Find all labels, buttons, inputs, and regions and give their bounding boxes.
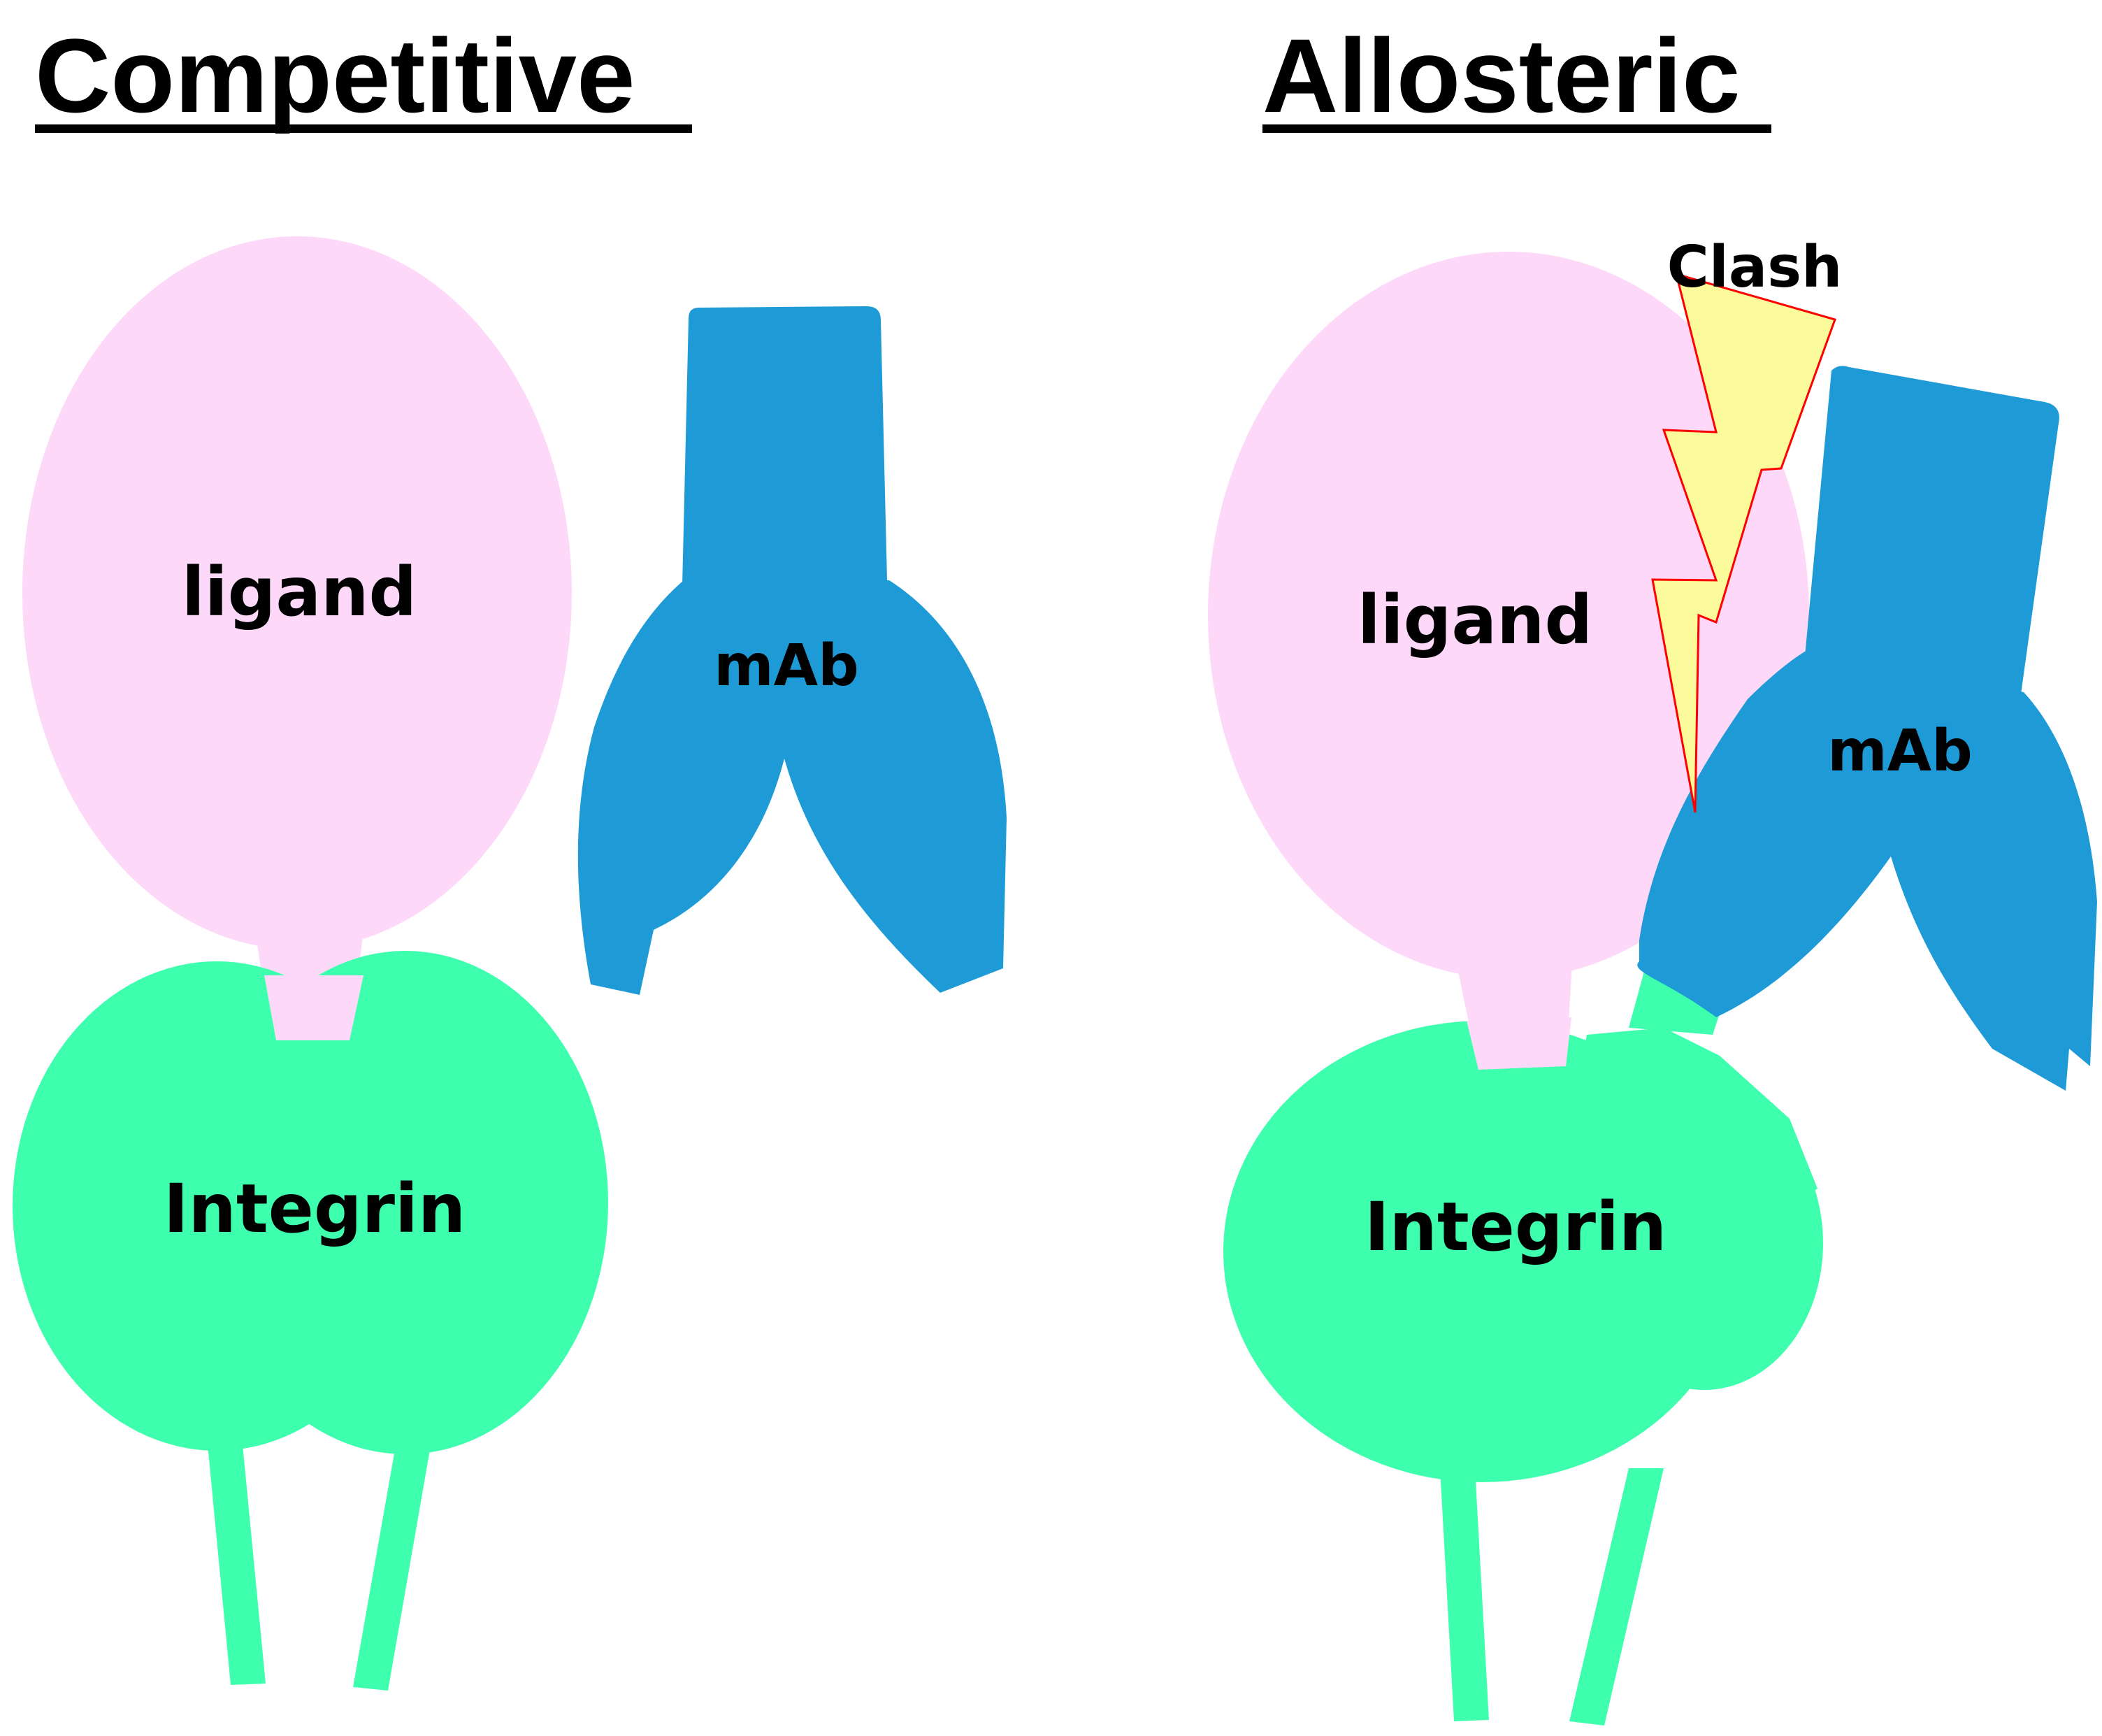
allosteric-title: Allosteric bbox=[1262, 17, 1741, 134]
allosteric-mab-label: mAb bbox=[1827, 718, 1973, 784]
allosteric-integrin bbox=[1223, 1021, 1823, 1482]
competitive-title: Competitive bbox=[35, 17, 635, 134]
integrin-lobe-right bbox=[203, 951, 608, 1454]
mab-stem bbox=[1804, 366, 2059, 699]
allosteric-mab bbox=[1637, 366, 2097, 1091]
mab-stem bbox=[682, 306, 888, 615]
competitive-ligand-label: ligand bbox=[182, 553, 417, 631]
allosteric-title-underline bbox=[1262, 124, 1771, 133]
clash-lightning-bolt bbox=[1651, 272, 1836, 813]
mab-arms bbox=[577, 580, 1007, 995]
competitive-ligand bbox=[22, 236, 572, 1049]
ligand-head bbox=[1208, 252, 1809, 979]
ligand-binding-notch bbox=[1467, 1017, 1571, 1070]
competitive-panel: Competitive ligand mAb Integrin bbox=[13, 17, 1007, 1691]
allosteric-integrin-label: Integrin bbox=[1365, 1188, 1667, 1266]
competitive-integrin bbox=[13, 951, 608, 1454]
competitive-mab-label: mAb bbox=[714, 633, 859, 699]
allosteric-clash-label: Clash bbox=[1667, 234, 1843, 301]
integrin-stalk-left bbox=[1440, 1468, 1489, 1721]
competitive-mab bbox=[577, 306, 1007, 995]
competitive-integrin-stalks bbox=[206, 1430, 433, 1691]
ligand-head bbox=[22, 236, 572, 949]
integrin-lobe-right-top bbox=[1559, 1028, 1817, 1293]
integrin-stalk-left bbox=[206, 1430, 266, 1685]
integrin-stalk-right bbox=[353, 1430, 433, 1691]
competitive-integrin-label: Integrin bbox=[164, 1170, 466, 1248]
allosteric-ligand-label: ligand bbox=[1358, 581, 1592, 659]
competitive-title-underline bbox=[35, 124, 692, 133]
mab-arms bbox=[1637, 650, 2097, 1091]
ligand-binding-notch bbox=[264, 975, 363, 1040]
allosteric-panel: Allosteric Clash ligand mAb bbox=[1208, 17, 2097, 1726]
integrin-stalk-right bbox=[1569, 1468, 1664, 1726]
allosteric-integrin-stalks bbox=[1440, 1468, 1664, 1726]
